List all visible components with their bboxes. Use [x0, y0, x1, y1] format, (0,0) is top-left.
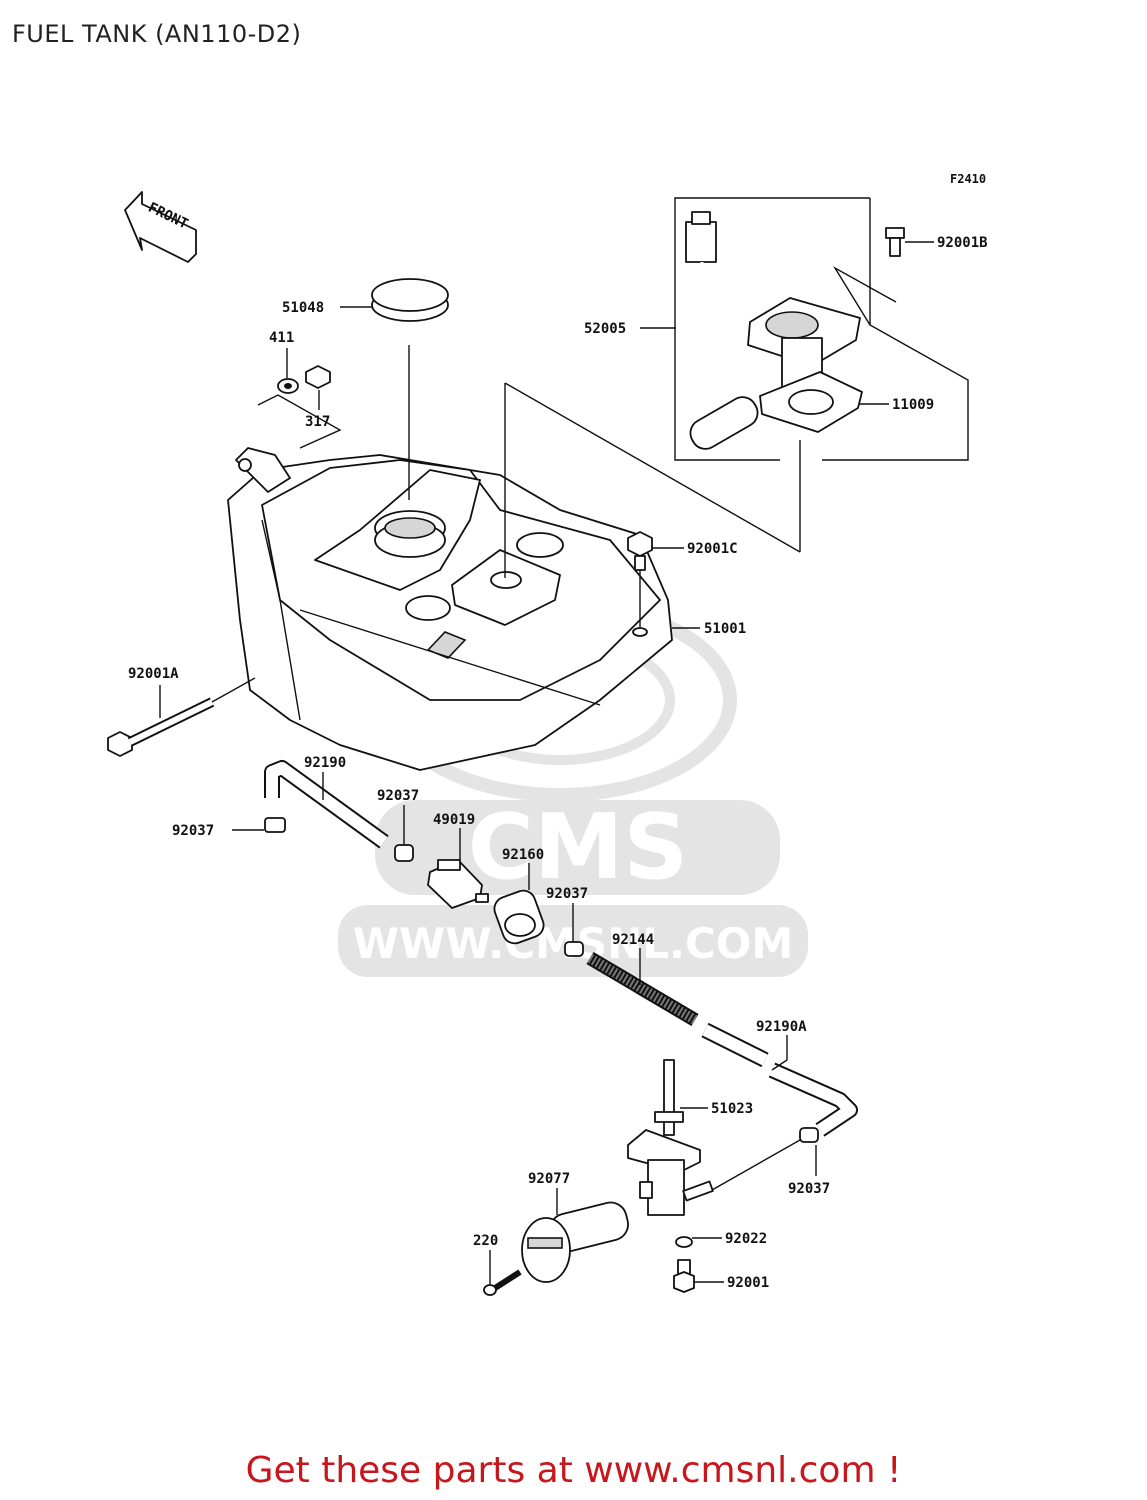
clip-92037-c [564, 941, 584, 957]
label-317: 317 [305, 414, 330, 430]
page-title: FUEL TANK (AN110-D2) [12, 20, 302, 48]
label-411: 411 [269, 330, 294, 346]
label-92001: 92001 [727, 1275, 769, 1291]
screw-220 [483, 1269, 522, 1296]
sender-unit-box [674, 197, 969, 461]
label-92001C: 92001C [687, 541, 738, 557]
bolt-92001C [627, 531, 653, 571]
spring-92144 [586, 951, 699, 1027]
fuel-tank-51001 [227, 447, 673, 771]
fuel-cock-51023 [627, 1059, 714, 1216]
label-51048: 51048 [282, 300, 324, 316]
label-51023: 51023 [711, 1101, 753, 1117]
label-92160: 92160 [502, 847, 544, 863]
washer-92022 [675, 1236, 693, 1248]
front-arrow-icon: FRONT [124, 191, 197, 263]
fuel-sender-unit [685, 211, 863, 450]
leader-lines [159, 241, 934, 1284]
knob-92077 [521, 1201, 629, 1283]
bolt-92001A [107, 697, 215, 757]
part-labels: 51048 411 317 52005 92001B 11009 92001C … [128, 235, 988, 1291]
diagram-code: F2410 [950, 172, 987, 186]
clip-92037-d [799, 1127, 819, 1143]
label-92022: 92022 [725, 1231, 767, 1247]
label-92001A: 92001A [128, 666, 179, 682]
clip-92037-a [264, 817, 286, 833]
label-92077: 92077 [528, 1171, 570, 1187]
bolt-92001 [673, 1259, 695, 1293]
clip-92037-b [394, 844, 414, 862]
label-92190: 92190 [304, 755, 346, 771]
fuel-filter-49019 [427, 859, 489, 909]
label-92190A: 92190A [756, 1019, 807, 1035]
label-92037-c: 92037 [546, 886, 588, 902]
label-92037-b: 92037 [377, 788, 419, 804]
label-51001: 51001 [704, 621, 746, 637]
label-92001B: 92001B [937, 235, 988, 251]
damper-92160 [493, 889, 545, 945]
label-92037-d: 92037 [788, 1181, 830, 1197]
label-92037-a: 92037 [172, 823, 214, 839]
footer-link-text[interactable]: Get these parts at www.cmsnl.com ! [245, 1450, 902, 1491]
bolt-92001B [885, 227, 905, 257]
label-92144: 92144 [612, 932, 654, 948]
cms-watermark: CMS WWW.CMSNL.COM [338, 598, 808, 977]
watermark-brand: CMS [468, 795, 688, 900]
label-52005: 52005 [584, 321, 626, 337]
washer-411 [277, 378, 299, 394]
label-11009: 11009 [892, 397, 934, 413]
label-220: 220 [473, 1233, 498, 1249]
hose-92190 [264, 760, 389, 849]
hose-92190A [701, 1022, 858, 1137]
filler-cap-51048 [371, 278, 449, 322]
label-49019: 49019 [433, 812, 475, 828]
nut-317 [305, 365, 331, 389]
